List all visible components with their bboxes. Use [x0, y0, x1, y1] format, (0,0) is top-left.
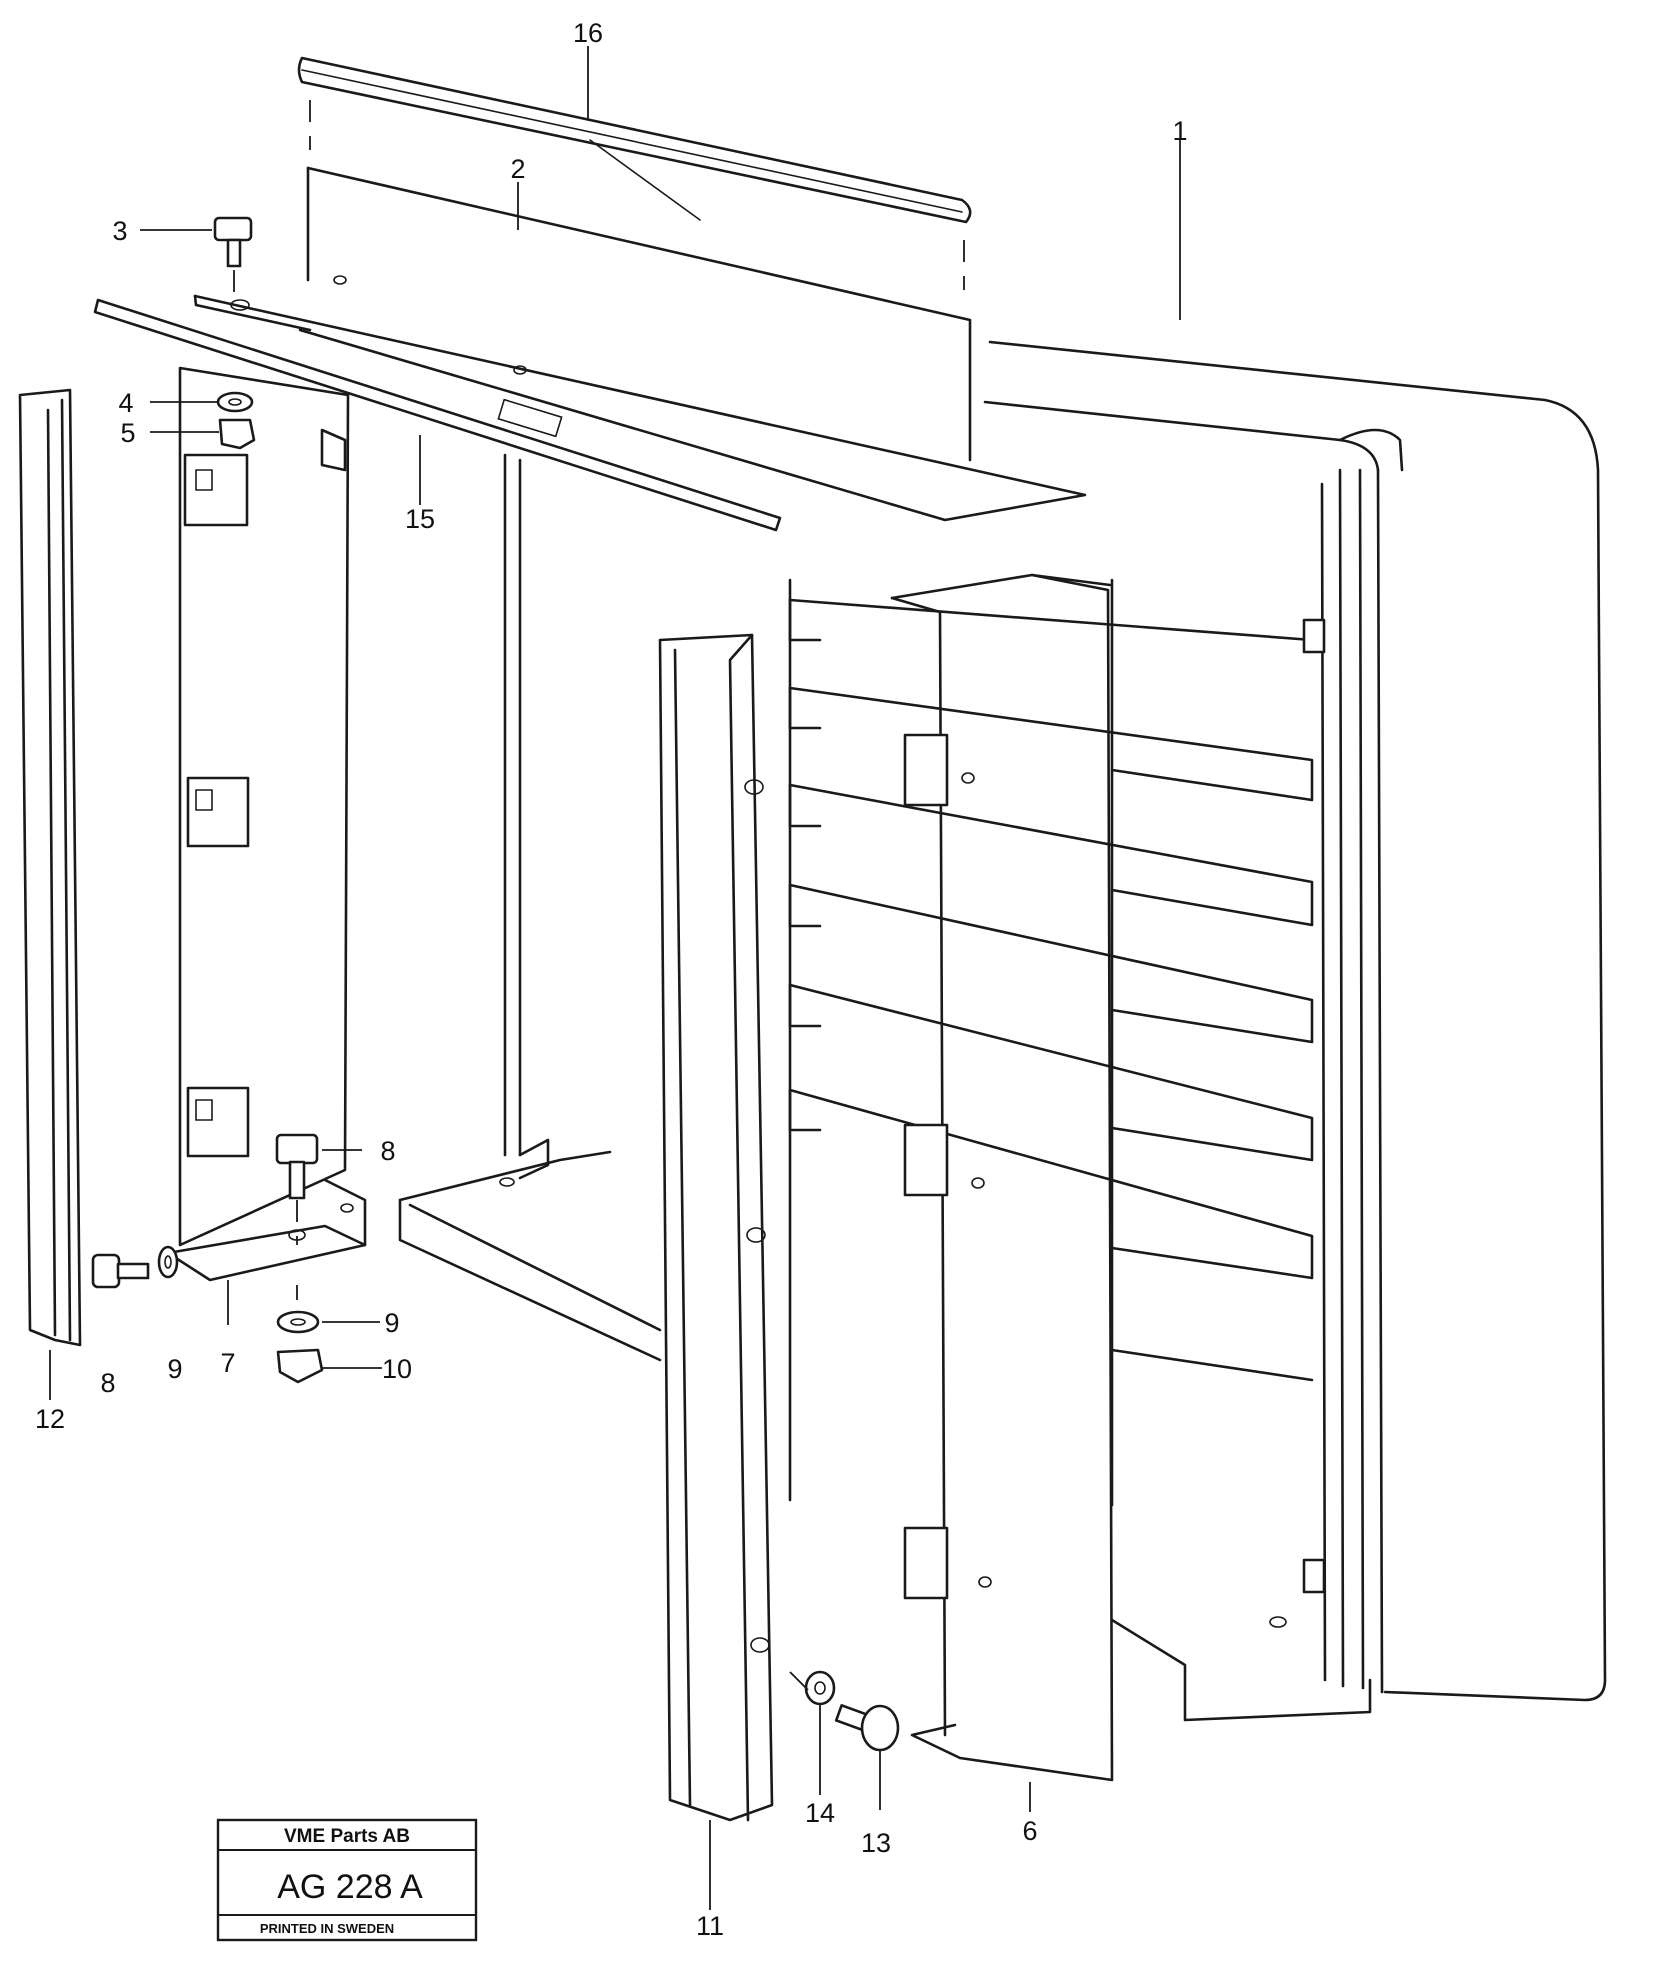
part-seal-strip-16: [297, 56, 972, 290]
callout-8-lower: 8: [100, 1368, 115, 1398]
part-bracket-2: [193, 139, 1087, 522]
stamp-company: VME Parts AB: [284, 1826, 410, 1847]
washer-9-horizontal: [157, 1245, 179, 1279]
callout-9-right: 9: [384, 1308, 399, 1338]
part-lower-tray: [398, 1150, 662, 1362]
washer-4: [216, 391, 254, 413]
bolt-8-horizontal: [91, 1253, 150, 1289]
nut-10: [276, 1348, 324, 1384]
callouts: 16 1 2 3 4 5 15 8 8 9 9 7 10 12 11 14 13…: [35, 18, 1188, 1941]
washer-9-vertical: [276, 1310, 320, 1334]
part-seal-profile-12: [18, 388, 82, 1347]
callout-2: 2: [510, 154, 525, 184]
callout-11: 11: [696, 1911, 724, 1941]
part-channel-6: [890, 573, 1114, 1782]
stamp-code: AG 228 A: [277, 1868, 423, 1906]
bolt-8-vertical: [275, 1133, 319, 1300]
bolt-13: [834, 1704, 900, 1752]
callout-9-left: 9: [167, 1354, 182, 1384]
callout-5: 5: [120, 418, 135, 448]
stamp-box: VME Parts AB AG 228 A PRINTED IN SWEDEN: [216, 1818, 478, 1942]
part-angle-11: [658, 633, 774, 1822]
nut-5: [218, 418, 256, 450]
leader-lines: [49, 46, 1181, 1910]
callout-6: 6: [1022, 1816, 1037, 1846]
callout-10: 10: [382, 1354, 412, 1384]
callout-16: 16: [573, 18, 603, 48]
part-rail-15: [93, 298, 782, 532]
part-housing-1: [788, 340, 1607, 1722]
callout-15: 15: [405, 504, 435, 534]
bracket-7: [166, 1178, 367, 1282]
callout-7: 7: [220, 1348, 235, 1378]
stamp-footer: PRINTED IN SWEDEN: [260, 1921, 394, 1936]
callout-1: 1: [1172, 116, 1187, 146]
callout-14: 14: [805, 1798, 835, 1828]
callout-13: 13: [861, 1828, 891, 1858]
bolt-3: [213, 216, 253, 300]
callout-3: 3: [112, 216, 127, 246]
part-rear-frame: [178, 366, 550, 1247]
callout-4: 4: [118, 388, 133, 418]
washer-14: [804, 1670, 836, 1706]
callout-8-upper: 8: [380, 1136, 395, 1166]
callout-12: 12: [35, 1404, 65, 1434]
